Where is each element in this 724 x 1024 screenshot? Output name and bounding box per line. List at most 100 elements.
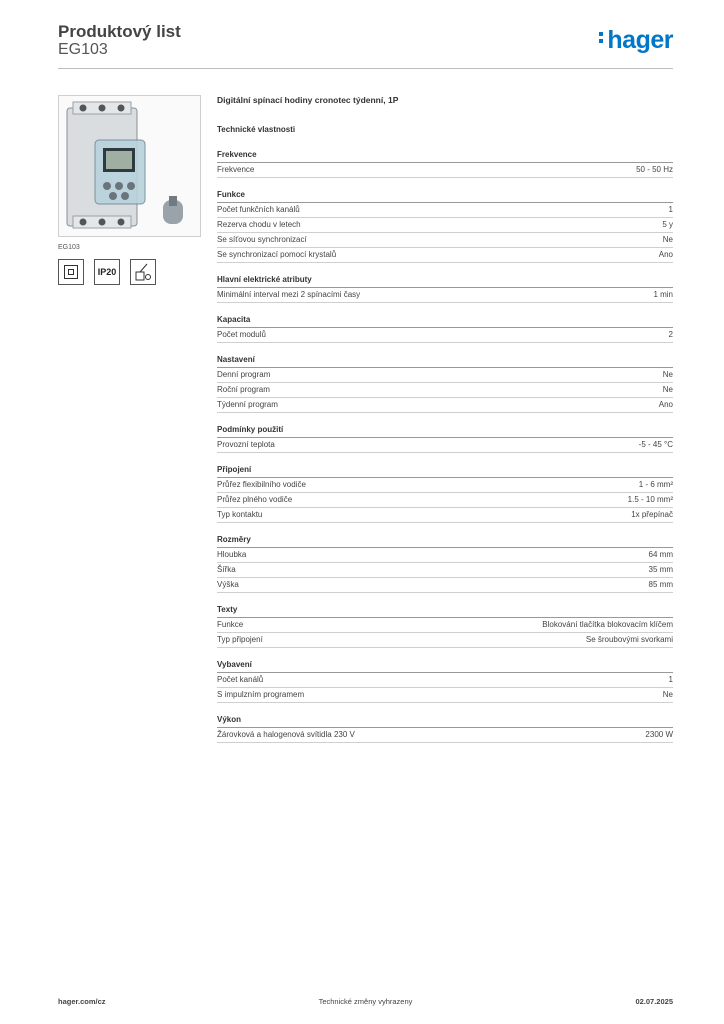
product-image [58,95,201,237]
spec-value: Ano [658,400,673,409]
product-sidebar: EG103 IP20 [58,95,201,285]
footer-website-link[interactable]: hager.com/cz [58,997,106,1006]
spec-group-title: Funkce [217,190,673,203]
spec-row: Se síťovou synchronizací Ne [217,233,673,248]
spec-value: 1 [668,205,673,214]
spec-value: 85 mm [648,580,673,589]
page-header: Produktový list EG103 hager [58,20,673,69]
spec-row: Hloubka 64 mm [217,548,673,563]
logo-dots-icon [599,29,605,46]
spec-label: Počet modulů [217,330,266,339]
spec-label: Počet funkčních kanálů [217,205,300,214]
spec-label: Týdenní program [217,400,278,409]
spec-row: Rezerva chodu v letech 5 y [217,218,673,233]
logo-text: hager [607,26,673,54]
class-ii-double-square-icon [58,259,84,285]
spec-row: Provozní teplota -5 - 45 °C [217,438,673,453]
product-name: Digitální spínací hodiny cronotec týdenn… [217,95,399,105]
spec-group-title: Kapacita [217,315,673,328]
spec-label: Provozní teplota [217,440,275,449]
spec-value: 1 - 6 mm² [638,480,673,489]
spec-value: 1x přepínač [631,510,673,519]
spec-label: Se synchronizací pomocí krystalů [217,250,337,259]
spec-value: Blokování tlačítka blokovacím klíčem [542,620,673,629]
spec-label: Typ připojení [217,635,263,644]
spec-group-title: Rozměry [217,535,673,548]
spec-label: Rezerva chodu v letech [217,220,301,229]
spec-label: Hloubka [217,550,247,559]
spec-label: S impulzním programem [217,690,305,699]
spec-group-title: Podmínky použití [217,425,673,438]
spec-group-title: Hlavní elektrické atributy [217,275,673,288]
spec-value: 5 y [662,220,673,229]
spec-value: 1.5 - 10 mm² [627,495,673,504]
spec-group-title: Frekvence [217,150,673,163]
spec-label: Výška [217,580,239,589]
spec-row: Se synchronizací pomocí krystalů Ano [217,248,673,263]
spec-value: -5 - 45 °C [638,440,673,449]
spec-value: Ne [662,690,673,699]
certification-icons: IP20 [58,259,201,285]
spec-group-title: Vybavení [217,660,673,673]
spec-row: Žárovková a halogenová svítidla 230 V 230… [217,728,673,743]
spec-row: Funkce Blokování tlačítka blokovacím klíč… [217,618,673,633]
image-caption: EG103 [58,244,80,251]
spec-value: Ne [662,235,673,244]
spec-label: Počet kanálů [217,675,264,684]
spec-row: Šířka 35 mm [217,563,673,578]
hager-logo[interactable]: hager [599,26,673,55]
spec-value: 1 min [653,290,673,299]
spec-value: 64 mm [648,550,673,559]
spec-label: Šířka [217,565,236,574]
footer-disclaimer: Technické změny vyhrazeny [318,997,413,1006]
specifications: Digitální spínací hodiny cronotec týdenn… [217,95,673,743]
spec-label: Denní program [217,370,271,379]
product-code: EG103 [58,41,108,58]
spec-label: Průřez flexibilního vodiče [217,480,306,489]
spec-value: Ano [658,250,673,259]
spec-value: 35 mm [648,565,673,574]
spec-value: 2 [668,330,673,339]
spec-group-title: Texty [217,605,673,618]
spec-row: Minimální interval mezi 2 spínacími časy… [217,288,673,303]
ip-rating-label: IP20 [97,267,117,277]
spec-row: Počet funkčních kanálů 1 [217,203,673,218]
spec-label: Roční program [217,385,270,394]
spec-value: 2300 W [645,730,673,739]
spec-value: Ne [662,370,673,379]
spec-row: Počet modulů 2 [217,328,673,343]
document-title: Produktový list [58,22,181,41]
spec-label: Funkce [217,620,244,629]
ip20-icon: IP20 [94,259,120,285]
spec-value: Ne [662,385,673,394]
spec-row: Výška 85 mm [217,578,673,593]
spec-group-title: Výkon [217,715,673,728]
spec-row: Roční program Ne [217,383,673,398]
spec-label: Se síťovou synchronizací [217,235,307,244]
time-switch-illustration [66,101,183,229]
spec-row: Týdenní program Ano [217,398,673,413]
timer-switch-icon [130,259,156,285]
spec-label: Žárovková a halogenová svítidla 230 V [217,730,355,739]
section-title: Technické vlastnosti [217,125,296,134]
spec-label: Minimální interval mezi 2 spínacími časy [217,290,361,299]
footer-date: 02.07.2025 [635,997,673,1006]
spec-group-title: Připojení [217,465,673,478]
